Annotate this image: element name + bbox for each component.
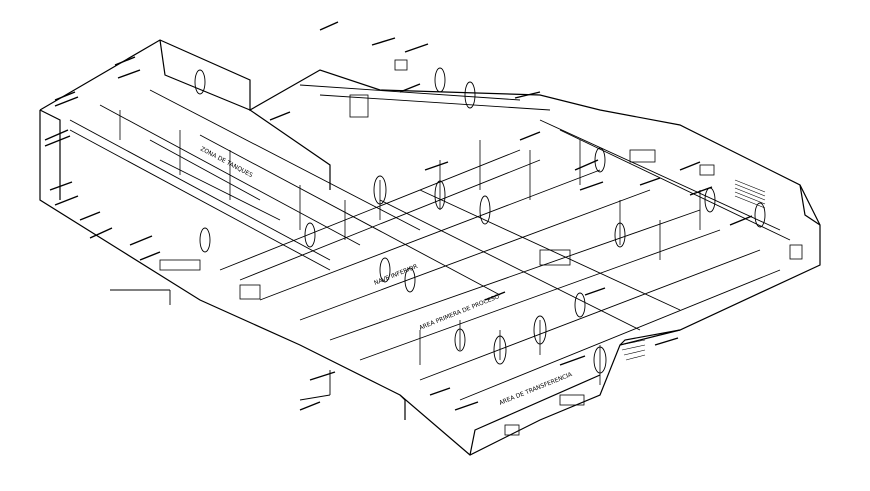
stair-hatch (619, 179, 766, 361)
building-outline (39, 39, 821, 456)
valve-symbols (194, 67, 766, 374)
annotation-ticks (44, 21, 753, 411)
area-labels: ZONA DE TANQUES NAVE INFERIOR AREA PRIME… (199, 146, 574, 407)
pipe-runs (69, 84, 791, 401)
riser-lines (119, 110, 701, 385)
area-label-proceso: AREA PRIMERA DE PROCESO (418, 293, 501, 332)
equipment-blocks (159, 59, 803, 436)
area-label-transferencia: AREA DE TRANSFERENCIA (498, 371, 574, 407)
